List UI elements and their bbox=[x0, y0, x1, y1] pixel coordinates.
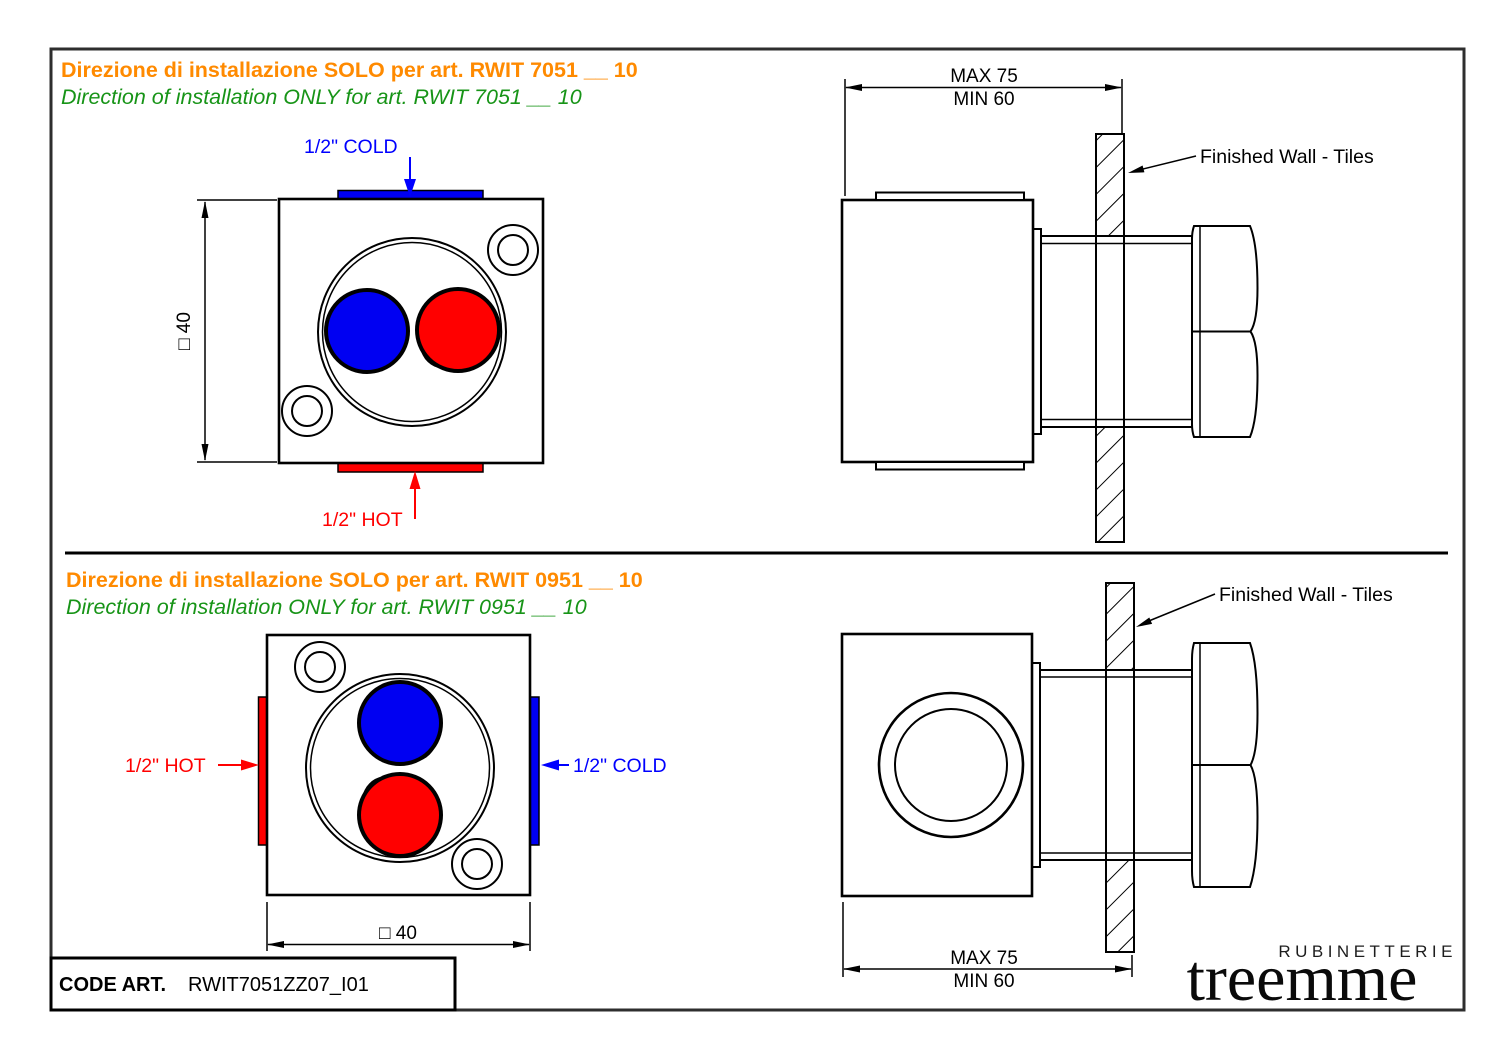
cold-label: 1/2" COLD bbox=[573, 755, 667, 777]
wall-callout-bottom: Finished Wall - Tiles bbox=[1136, 584, 1393, 627]
side-view-0951: Finished Wall - Tiles MAX 75 MIN 60 bbox=[840, 582, 1393, 992]
cold-port-circle bbox=[357, 680, 443, 766]
finished-wall-bottom bbox=[1105, 582, 1135, 953]
cold-arrow bbox=[404, 179, 416, 197]
square-dim-label: □ 40 bbox=[379, 923, 417, 944]
body-tab-bottom bbox=[875, 461, 1025, 471]
hot-inlet-bar-bottom bbox=[337, 462, 484, 473]
hot-port-notch-arc bbox=[362, 776, 385, 799]
brand-rubinetterie: RUBINETTERIE bbox=[1278, 942, 1457, 961]
dimension-max-min-top: MAX 75 MIN 60 bbox=[844, 66, 1123, 196]
drawing-frame bbox=[49, 47, 1466, 1012]
body-port-outer-circle bbox=[877, 691, 1025, 839]
front-view-7051: □ 40 1/2" COLD 1/2" HOT bbox=[174, 136, 545, 531]
max-dim-label: MAX 75 bbox=[950, 66, 1018, 87]
valve-body-side bbox=[840, 632, 1034, 898]
finished-wall-top bbox=[1095, 133, 1125, 543]
hot-port-circle bbox=[415, 287, 501, 373]
cold-label: 1/2" COLD bbox=[304, 136, 398, 158]
code-art-label: CODE ART. bbox=[59, 974, 166, 996]
hex-nut-side bbox=[1191, 642, 1259, 888]
hot-port-circle bbox=[357, 772, 443, 858]
cold-port-circle bbox=[324, 288, 410, 374]
hot-arrow bbox=[241, 759, 259, 771]
dimension-max-min-bottom: MAX 75 MIN 60 bbox=[842, 902, 1133, 992]
valve-stem bbox=[1039, 669, 1193, 861]
screw-hole-bottom-left-inner bbox=[291, 395, 323, 427]
hot-callout: 1/2" HOT bbox=[125, 755, 259, 777]
screw-hole-bottom-right-inner bbox=[461, 848, 493, 880]
wall-arrow bbox=[1128, 165, 1145, 173]
valve-body-side bbox=[840, 198, 1035, 464]
cold-port-notch-arc bbox=[383, 294, 405, 317]
section-7051: Direzione di installazione SOLO per art.… bbox=[61, 58, 1374, 543]
wall-label: Finished Wall - Tiles bbox=[1200, 146, 1374, 168]
dimension-square-40: □ 40 bbox=[174, 199, 277, 463]
hot-label: 1/2" HOT bbox=[322, 509, 403, 531]
brand-logo: RUBINETTERIE treemme bbox=[1187, 942, 1457, 1015]
screw-hole-top-left-outer bbox=[294, 641, 346, 693]
min-dim-label: MIN 60 bbox=[953, 971, 1014, 992]
screw-hole-top-left-inner bbox=[304, 651, 336, 683]
side-view-7051: MAX 75 MIN 60 Finished Wall - Tiles bbox=[840, 66, 1374, 543]
cold-arrow bbox=[541, 759, 559, 771]
valve-bore-outer-circle bbox=[317, 237, 507, 427]
title-block: CODE ART. RWIT7051ZZ07_I01 bbox=[49, 956, 457, 1012]
code-art-box bbox=[49, 956, 457, 1012]
body-tab-top bbox=[875, 191, 1025, 201]
section2-title-italian: Direzione di installazione SOLO per art.… bbox=[66, 568, 643, 592]
min-dim-label: MIN 60 bbox=[953, 89, 1014, 110]
wall-callout-top: Finished Wall - Tiles bbox=[1128, 146, 1374, 173]
dimension-square-40: □ 40 bbox=[266, 902, 531, 951]
section1-title-english: Direction of installation ONLY for art. … bbox=[61, 85, 582, 109]
section-0951: Direzione di installazione SOLO per art.… bbox=[66, 568, 1393, 992]
screw-hole-bottom-right-outer bbox=[451, 838, 503, 890]
screw-hole-top-right-outer bbox=[487, 224, 539, 276]
square-dim-label: □ 40 bbox=[174, 312, 195, 350]
hot-arrow bbox=[409, 471, 421, 489]
body-port-inner-circle bbox=[894, 708, 1008, 822]
max-dim-label: MAX 75 bbox=[950, 948, 1018, 969]
hex-nut-side bbox=[1191, 225, 1259, 438]
code-art-value: RWIT7051ZZ07_I01 bbox=[188, 974, 369, 996]
wall-outline bbox=[1095, 133, 1125, 543]
cold-port-notch-arc bbox=[414, 739, 437, 762]
brand-treemme: treemme bbox=[1187, 942, 1418, 1015]
wall-label: Finished Wall - Tiles bbox=[1219, 584, 1393, 606]
hot-callout: 1/2" HOT bbox=[322, 471, 421, 531]
front-view-0951: 1/2" HOT 1/2" COLD □ 40 bbox=[125, 633, 667, 951]
cold-callout: 1/2" COLD bbox=[541, 755, 667, 777]
section1-title-italian: Direzione di installazione SOLO per art.… bbox=[61, 58, 638, 82]
wall-arrow bbox=[1136, 617, 1153, 627]
cold-inlet-bar-right bbox=[529, 696, 540, 846]
wall-outline bbox=[1105, 582, 1135, 953]
cold-callout: 1/2" COLD bbox=[304, 136, 416, 197]
screw-hole-bottom-left-outer bbox=[281, 385, 333, 437]
hot-label: 1/2" HOT bbox=[125, 755, 206, 777]
section2-title-english: Direction of installation ONLY for art. … bbox=[66, 595, 587, 619]
valve-stem bbox=[1040, 235, 1193, 428]
hot-port-notch-arc bbox=[420, 346, 444, 369]
screw-hole-top-right-inner bbox=[497, 234, 529, 266]
valve-bore-inner-circle bbox=[321, 241, 503, 423]
valve-bore-outer-circle bbox=[305, 673, 495, 863]
